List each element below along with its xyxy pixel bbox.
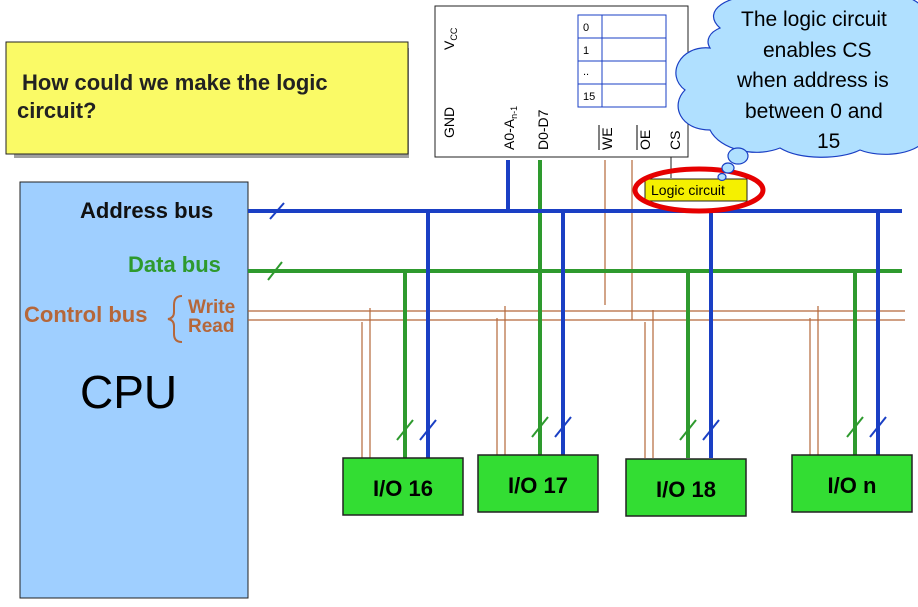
memory-table: 0 1 .. 15 bbox=[577, 14, 667, 108]
read-label: Read bbox=[188, 316, 234, 337]
memory-chip: 0 1 .. 15 VCC GND A0-An-1 D0-D7 WE OE CS bbox=[434, 5, 689, 158]
highlight-ring bbox=[632, 166, 766, 214]
control-bus-label: Control bus bbox=[24, 302, 147, 327]
io-device-label: I/O 18 bbox=[656, 477, 716, 502]
address-bus-lines bbox=[248, 160, 902, 458]
control-bus-brace bbox=[167, 295, 183, 343]
bubble-line-1: The logic circuit bbox=[741, 8, 887, 31]
io-device-label: I/O n bbox=[828, 473, 877, 498]
logic-circuit-label: Logic circuit bbox=[651, 182, 725, 198]
bubble-line-5: 15 bbox=[817, 130, 840, 153]
data-pin-label: D0-D7 bbox=[535, 109, 551, 150]
cpu-block: CPU bbox=[19, 181, 249, 599]
io-device-label: I/O 16 bbox=[373, 476, 433, 501]
question-box: How could we make the logic circuit? bbox=[5, 41, 409, 158]
oe-pin-label: OE bbox=[637, 130, 653, 150]
data-bus-lines bbox=[248, 160, 902, 458]
io-device-label: I/O 17 bbox=[508, 473, 568, 498]
address-pin-label: A0-An-1 bbox=[501, 106, 519, 150]
cs-pin-label: CS bbox=[667, 131, 683, 150]
logic-circuit: Logic circuit bbox=[632, 157, 766, 214]
io-device-18: I/O 18 bbox=[625, 458, 747, 517]
gnd-pin-label: GND bbox=[441, 107, 457, 138]
memory-row-2: .. bbox=[583, 66, 589, 78]
vcc-pin-label: VCC bbox=[441, 27, 459, 50]
question-line-2: circuit? bbox=[17, 98, 96, 123]
cpu-label: CPU bbox=[80, 366, 177, 418]
io-device-n: I/O n bbox=[791, 454, 913, 513]
memory-row-3: 15 bbox=[583, 91, 595, 103]
thought-bubble: The logic circuit enables CS when addres… bbox=[675, 0, 918, 182]
io-device-17: I/O 17 bbox=[477, 454, 599, 513]
memory-row-0: 0 bbox=[583, 22, 589, 34]
question-line-1: How could we make the logic bbox=[22, 70, 328, 95]
control-bus-lines bbox=[248, 160, 905, 458]
write-label: Write bbox=[188, 297, 235, 318]
bubble-line-3: when address is bbox=[736, 69, 889, 92]
address-bus-label: Address bus bbox=[80, 198, 213, 223]
io-device-16: I/O 16 bbox=[342, 457, 464, 516]
bubble-line-2: enables CS bbox=[763, 39, 872, 62]
bus-width-markers bbox=[267, 202, 887, 441]
data-bus-label: Data bus bbox=[128, 252, 221, 277]
memory-row-1: 1 bbox=[583, 45, 589, 57]
we-pin-label: WE bbox=[599, 127, 615, 150]
bubble-line-4: between 0 and bbox=[745, 100, 883, 123]
